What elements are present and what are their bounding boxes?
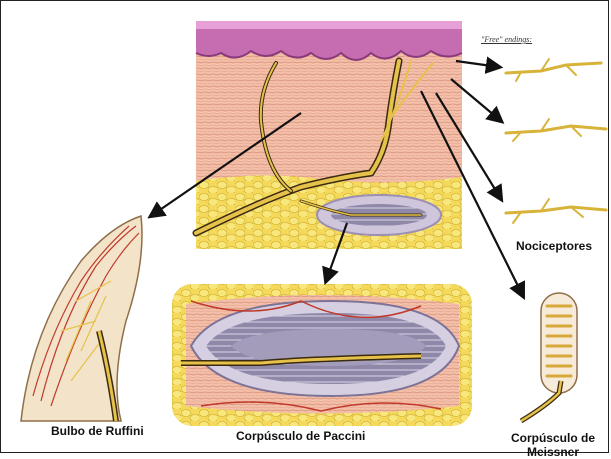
paccini-enlarged	[172, 284, 472, 426]
free-endings	[506, 59, 606, 223]
paccini-label: Corpúsculo de Paccini	[236, 429, 365, 443]
free-endings-label: "Free" endings:	[481, 35, 532, 44]
nociceptors-label: Nociceptores	[516, 239, 592, 253]
ruffini-ending	[21, 216, 142, 421]
meissner-corpuscle	[521, 293, 577, 421]
ruffini-label: Bulbo de Ruffini	[51, 424, 144, 438]
